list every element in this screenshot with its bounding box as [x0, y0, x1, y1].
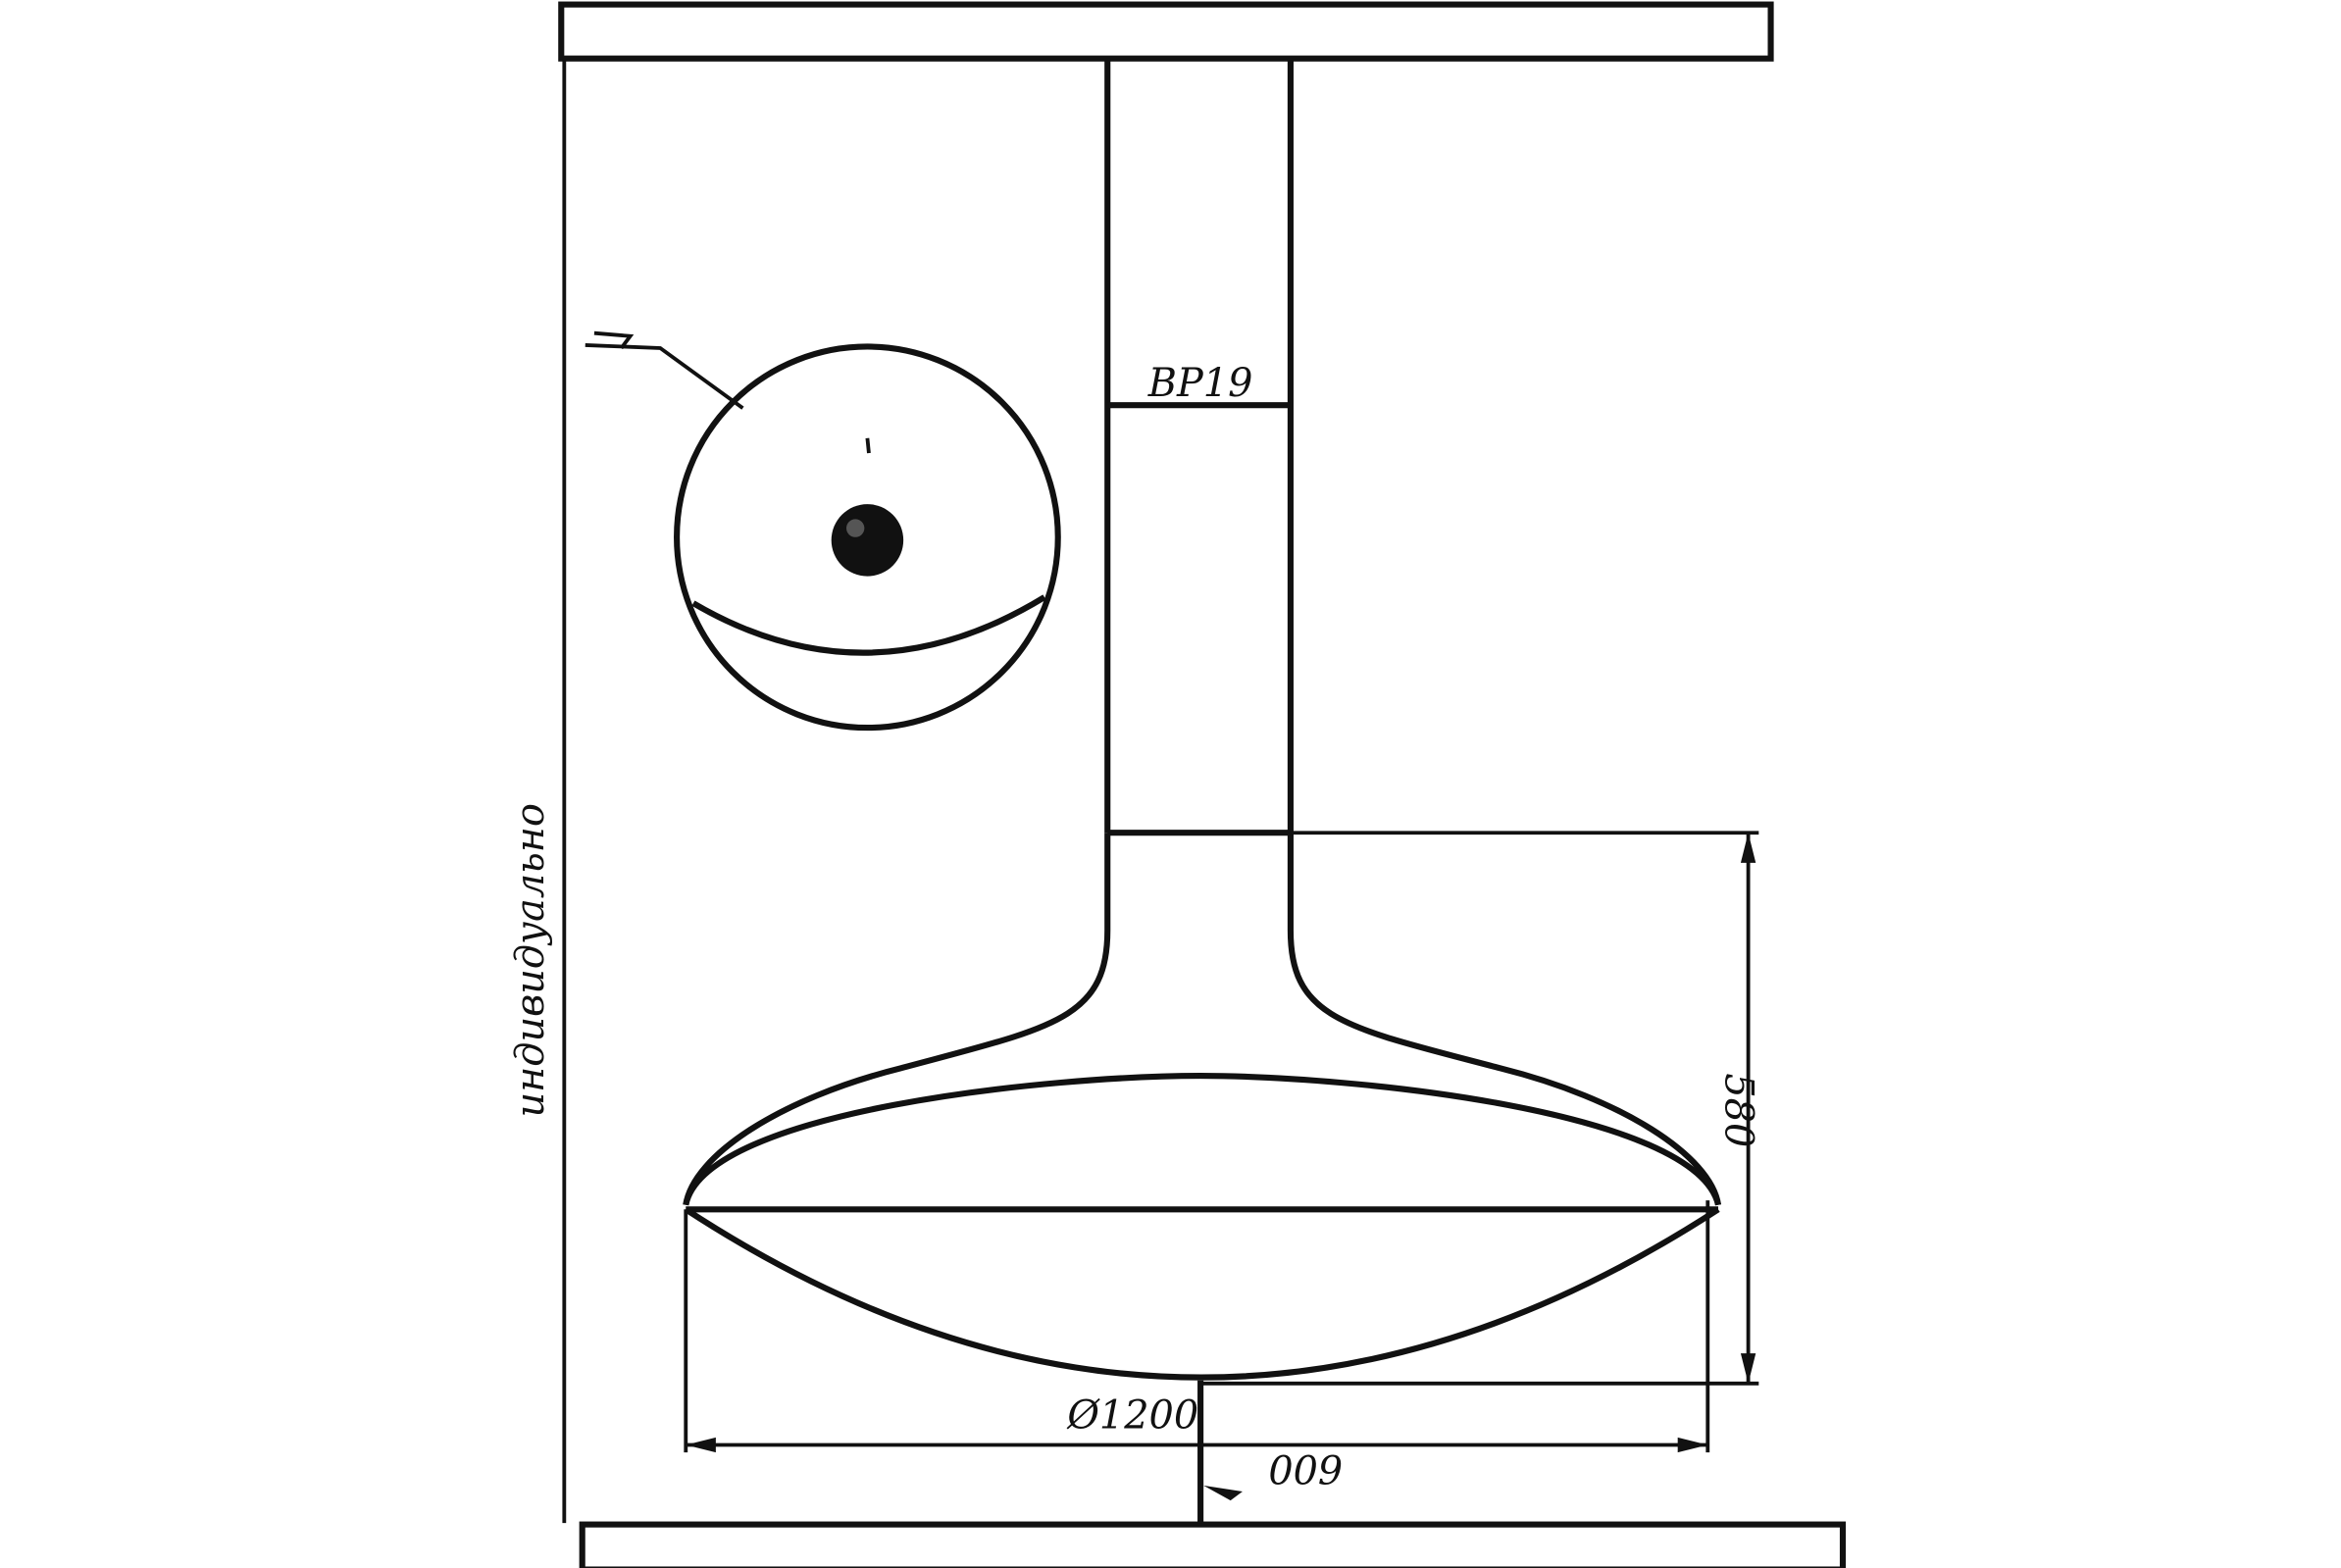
diameter-dimension-label: Ø1200 — [1066, 1393, 1198, 1439]
detail-view-circle — [585, 330, 1061, 732]
height-dimension-label: 580 — [1716, 1073, 1761, 1147]
chimney-pipe — [1104, 60, 1294, 836]
center-dot — [831, 504, 904, 577]
diameter-dimension — [684, 1200, 1710, 1453]
radius-dimension-label: 600 — [1268, 1445, 1343, 1491]
height-dimension — [1200, 831, 1759, 1386]
floor-slab — [579, 1521, 1847, 1568]
overall-height-note: индивидуально — [508, 803, 553, 1117]
pipe-dimension-label: BP19 — [1147, 361, 1253, 406]
ceiling-slab — [558, 1, 1774, 62]
center-axis — [1197, 1380, 1243, 1524]
fireplace-hood — [683, 833, 1722, 1381]
